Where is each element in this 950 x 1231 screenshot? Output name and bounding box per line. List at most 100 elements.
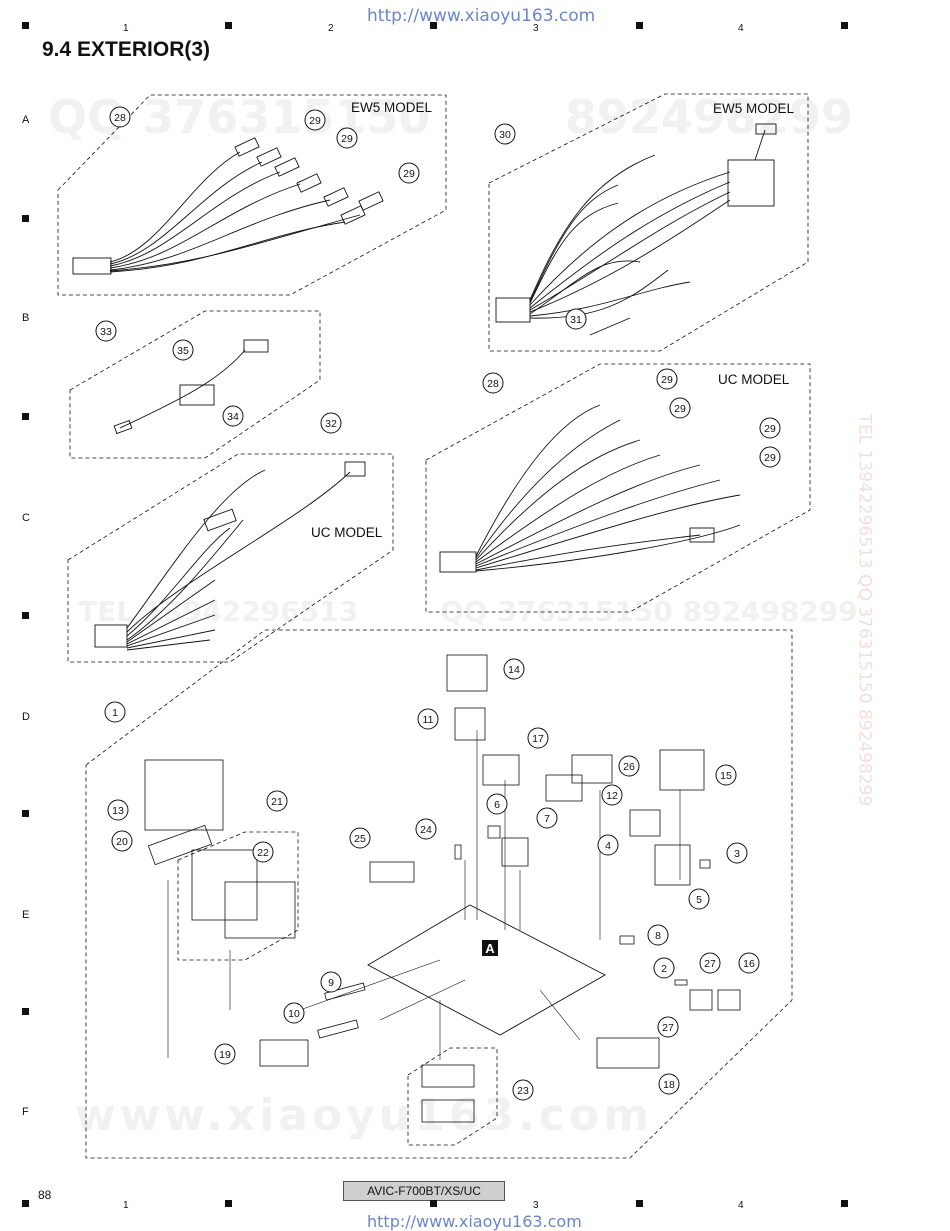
ruler-mark bbox=[22, 22, 29, 29]
page-title: 9.4 EXTERIOR(3) bbox=[42, 38, 211, 61]
column-number: 4 bbox=[738, 1200, 744, 1211]
svg-text:10: 10 bbox=[288, 1008, 300, 1020]
callout-14: 14 bbox=[503, 658, 525, 680]
reference-marker-label: A bbox=[485, 941, 495, 956]
callout-29-c: 29 bbox=[398, 162, 420, 184]
svg-text:28: 28 bbox=[487, 378, 499, 390]
callout-2: 2 bbox=[653, 957, 675, 979]
callout-20: 20 bbox=[111, 830, 133, 852]
svg-text:4: 4 bbox=[605, 840, 611, 852]
ruler-mark bbox=[22, 1008, 29, 1015]
svg-text:32: 32 bbox=[325, 418, 337, 430]
column-number: 3 bbox=[533, 1200, 539, 1211]
svg-text:18: 18 bbox=[663, 1079, 675, 1091]
svg-text:25: 25 bbox=[354, 833, 366, 845]
callout-16: 16 bbox=[738, 952, 760, 974]
row-letter: A bbox=[22, 114, 30, 126]
svg-text:12: 12 bbox=[606, 790, 618, 802]
callout-5: 5 bbox=[688, 888, 710, 910]
ruler-mark bbox=[636, 22, 643, 29]
ruler-mark bbox=[22, 1200, 29, 1207]
chassis bbox=[367, 904, 606, 1036]
callout-27-a: 27 bbox=[699, 952, 721, 974]
callout-17: 17 bbox=[527, 727, 549, 749]
ruler-mark bbox=[841, 1200, 848, 1207]
callout-28-b: 28 bbox=[482, 372, 504, 394]
row-letter: E bbox=[22, 909, 30, 921]
ruler-mark bbox=[22, 413, 29, 420]
svg-text:15: 15 bbox=[720, 770, 732, 782]
column-number: 2 bbox=[328, 23, 334, 34]
callout-7: 7 bbox=[536, 807, 558, 829]
callout-4: 4 bbox=[597, 834, 619, 856]
callout-29-e: 29 bbox=[669, 397, 691, 419]
svg-text:19: 19 bbox=[219, 1049, 231, 1061]
group-outline-antenna bbox=[69, 310, 321, 459]
watermark: TEL 13942296513 bbox=[78, 595, 359, 628]
svg-text:21: 21 bbox=[271, 796, 283, 808]
callout-21: 21 bbox=[266, 790, 288, 812]
callout-27-b: 27 bbox=[657, 1016, 679, 1038]
svg-text:29: 29 bbox=[674, 403, 686, 415]
ruler-mark bbox=[430, 1200, 437, 1207]
callout-29-a: 29 bbox=[304, 109, 326, 131]
watermark: www.xiaoyu163.com bbox=[75, 1090, 653, 1141]
callout-29-f: 29 bbox=[759, 417, 781, 439]
callout-24: 24 bbox=[415, 818, 437, 840]
callout-23: 23 bbox=[512, 1079, 534, 1101]
svg-text:17: 17 bbox=[532, 733, 544, 745]
footer-url[interactable]: http://www.xiaoyu163.com bbox=[367, 1212, 582, 1231]
svg-text:31: 31 bbox=[570, 314, 582, 326]
group-outline-ew5-harness-1 bbox=[57, 94, 447, 296]
ruler-mark bbox=[636, 1200, 643, 1207]
callout-22: 22 bbox=[252, 841, 274, 863]
callout-8: 8 bbox=[647, 924, 669, 946]
svg-text:35: 35 bbox=[177, 345, 189, 357]
ruler-mark bbox=[841, 22, 848, 29]
model-tag: AVIC-F700BT/XS/UC bbox=[343, 1181, 505, 1201]
group-outline-uc-harness-2 bbox=[425, 363, 811, 613]
svg-text:7: 7 bbox=[544, 813, 550, 825]
group-outline-shield bbox=[407, 1047, 498, 1146]
callout-31: 31 bbox=[565, 308, 587, 330]
callout-13: 13 bbox=[107, 799, 129, 821]
watermark: 892498299 bbox=[565, 90, 854, 144]
model-label: EW5 MODEL bbox=[713, 101, 795, 116]
harness-ew5-1 bbox=[72, 137, 384, 275]
group-outline-pcb bbox=[177, 831, 299, 961]
svg-text:34: 34 bbox=[227, 411, 239, 423]
svg-text:22: 22 bbox=[257, 847, 269, 859]
column-number: 3 bbox=[533, 23, 539, 34]
ruler-mark bbox=[22, 810, 29, 817]
svg-text:28: 28 bbox=[114, 112, 126, 124]
svg-text:29: 29 bbox=[764, 452, 776, 464]
main-parts bbox=[144, 654, 741, 1123]
ruler-mark bbox=[225, 22, 232, 29]
antenna-cable bbox=[113, 339, 269, 435]
svg-text:2: 2 bbox=[661, 963, 667, 975]
callout-34: 34 bbox=[222, 405, 244, 427]
model-label: EW5 MODEL bbox=[351, 100, 433, 115]
callout-12: 12 bbox=[601, 784, 623, 806]
svg-text:30: 30 bbox=[499, 129, 511, 141]
svg-text:23: 23 bbox=[517, 1085, 529, 1097]
model-label: UC MODEL bbox=[311, 525, 383, 540]
svg-text:29: 29 bbox=[764, 423, 776, 435]
header-url[interactable]: http://www.xiaoyu163.com bbox=[367, 6, 596, 26]
svg-text:20: 20 bbox=[116, 836, 128, 848]
column-number: 4 bbox=[738, 23, 744, 34]
callout-32: 32 bbox=[320, 412, 342, 434]
ruler-mark bbox=[22, 612, 29, 619]
svg-text:13: 13 bbox=[112, 805, 124, 817]
group-outline-ew5-harness-2 bbox=[488, 93, 809, 352]
callout-18: 18 bbox=[658, 1073, 680, 1095]
reference-marker bbox=[482, 940, 498, 956]
svg-text:27: 27 bbox=[704, 958, 716, 970]
row-letter: B bbox=[22, 312, 30, 324]
svg-text:9: 9 bbox=[328, 977, 334, 989]
callout-15: 15 bbox=[715, 764, 737, 786]
row-letter: D bbox=[22, 711, 30, 723]
callout-1: 1 bbox=[104, 701, 126, 723]
column-number: 1 bbox=[123, 1200, 129, 1211]
